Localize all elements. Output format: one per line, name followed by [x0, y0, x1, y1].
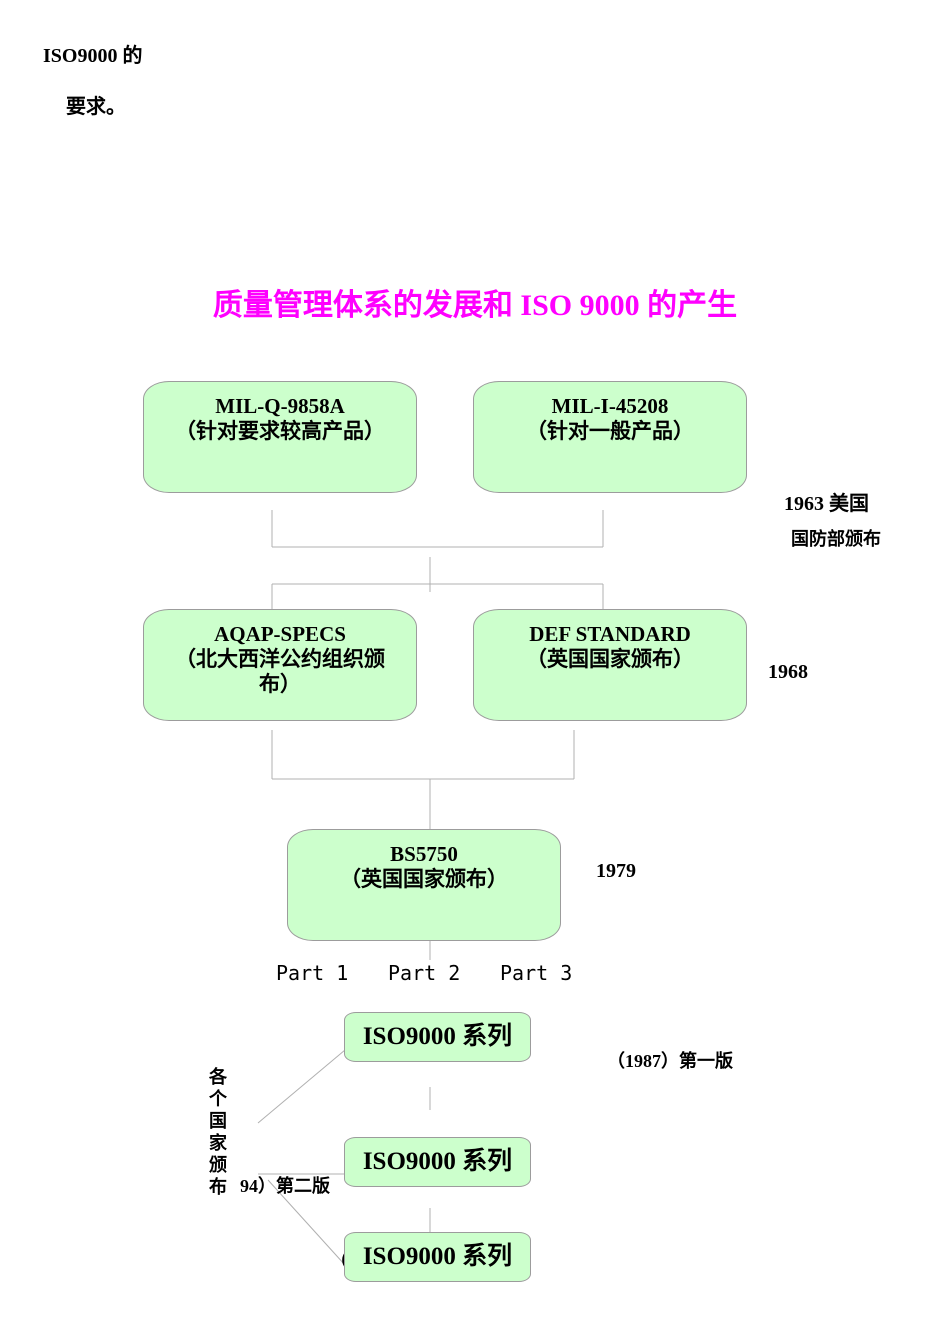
intro-line-1: ISO9000 的	[43, 45, 143, 67]
box-iso9000-series-1: ISO9000 系列	[344, 1012, 531, 1062]
year-1968-label: 1968	[768, 661, 808, 683]
box-mil-q-9858a: MIL-Q-9858A （针对要求较高产品）	[143, 381, 417, 493]
side-label-countries: 各个国家颁布	[208, 1066, 228, 1198]
box-def-standard: DEF STANDARD （英国国家颁布）	[473, 609, 747, 721]
box-iso9000-series-2: ISO9000 系列	[344, 1137, 531, 1187]
page-title: 质量管理体系的发展和 ISO 9000 的产生	[212, 289, 738, 322]
box-desc: （北大西洋公约组织颁布）	[175, 647, 385, 696]
box-aqap-specs: AQAP-SPECS （北大西洋公约组织颁布）	[143, 609, 417, 721]
year-1994-label: 94）第二版	[240, 1176, 330, 1196]
box-code: DEF STANDARD	[529, 622, 691, 646]
part-3-label: Part 3	[500, 961, 573, 985]
box-desc: （针对一般产品）	[526, 419, 694, 443]
box-bs5750: BS5750 （英国国家颁布）	[287, 829, 561, 941]
box-desc: （英国国家颁布）	[526, 647, 694, 671]
box-code: AQAP-SPECS	[214, 622, 346, 646]
part-1-label: Part 1	[276, 961, 349, 985]
year-1987-label: （1987）第一版	[607, 1051, 733, 1071]
year-1963-label: 1963 美国	[784, 493, 869, 515]
year-1963-sublabel: 国防部颁布	[791, 529, 881, 549]
part-2-label: Part 2	[388, 961, 461, 985]
box-iso9000-series-3: ISO9000 系列	[344, 1232, 531, 1282]
box-code: BS5750	[390, 842, 458, 866]
box-code: MIL-I-45208	[551, 394, 669, 418]
year-1979-label: 1979	[596, 860, 636, 882]
intro-line-2: 要求。	[66, 96, 126, 118]
box-desc: （英国国家颁布）	[340, 867, 508, 891]
box-code: MIL-Q-9858A	[215, 394, 345, 418]
box-desc: （针对要求较高产品）	[175, 419, 385, 443]
box-mil-i-45208: MIL-I-45208 （针对一般产品）	[473, 381, 747, 493]
